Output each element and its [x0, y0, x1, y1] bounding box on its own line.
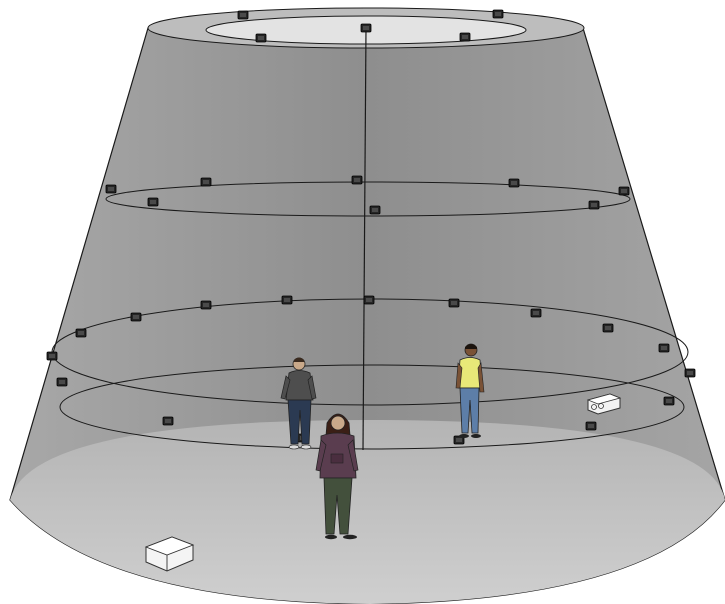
speaker-icon: [589, 201, 599, 209]
speaker-icon: [586, 422, 596, 430]
speaker-icon: [509, 179, 519, 187]
speaker-icon: [106, 185, 116, 193]
speaker-icon: [201, 178, 211, 186]
speaker-icon: [603, 324, 613, 332]
speaker-icon: [361, 24, 371, 32]
speaker-icon: [370, 206, 380, 214]
speaker-icon: [57, 378, 67, 386]
speaker-icon: [460, 33, 470, 41]
speaker-icon: [685, 369, 695, 377]
speaker-icon: [659, 344, 669, 352]
speaker-icon: [238, 11, 248, 19]
speaker-icon: [256, 34, 266, 42]
speaker-icon: [148, 198, 158, 206]
speaker-icon: [449, 299, 459, 307]
speaker-icon: [352, 176, 362, 184]
speaker-icon: [163, 417, 173, 425]
speaker-icon: [201, 301, 211, 309]
speaker-icon: [619, 187, 629, 195]
speaker-icon: [76, 329, 86, 337]
floor: [10, 420, 725, 604]
speaker-icon: [131, 313, 141, 321]
speaker-icon: [664, 397, 674, 405]
speaker-icon: [493, 10, 503, 18]
speaker-icon: [47, 352, 57, 360]
speaker-icon: [364, 296, 374, 304]
speaker-icon: [282, 296, 292, 304]
speaker-icon: [531, 309, 541, 317]
